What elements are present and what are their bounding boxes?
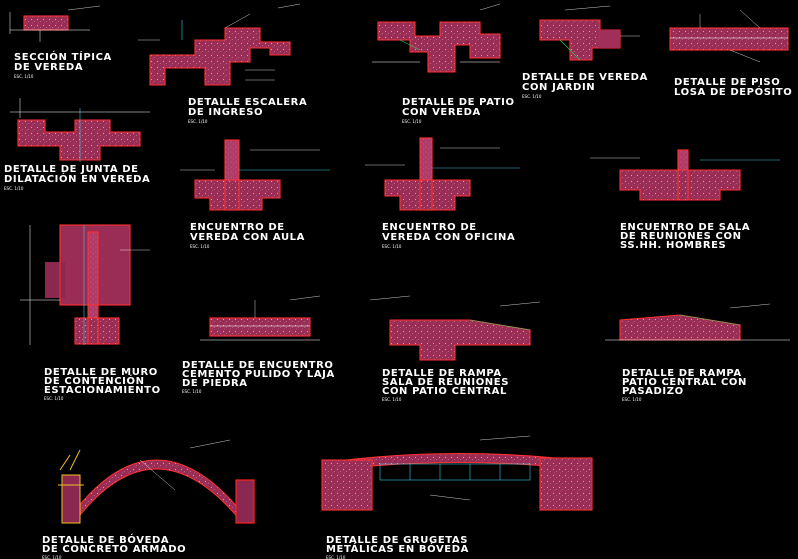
detail-title-junta-dilatacion-line-2: DILATACIÓN EN VEREDA	[4, 172, 150, 185]
detail-title-vereda-jardin-line-1: DETALLE DE VEREDA	[522, 72, 648, 83]
detail-scale-grugetas-metalicas: ESC. 1/10	[326, 555, 346, 559]
detail-scale-seccion-tipica-vereda: ESC. 1/10	[14, 74, 34, 79]
detail-title-encuentro-oficina-line-1: ENCUENTRO DE	[382, 222, 477, 233]
detail-title-seccion-tipica-vereda-line-2: DE VEREDA	[14, 62, 83, 73]
detail-title-encuentro-oficina-line-2: VEREDA CON OFICINA	[382, 232, 515, 243]
detail-title-rampa-patio-central-line-1: DETALLE DE RAMPA	[622, 368, 742, 379]
detail-vereda-jardin	[539, 5, 640, 61]
detail-title-encuentro-aula-line-1: ENCUENTRO DE	[190, 222, 285, 233]
detail-title-escalera-ingreso-line-1: DETALLE ESCALERA	[188, 97, 307, 108]
detail-title-encuentro-sala-line-2: DE REUNIONES CON	[620, 231, 742, 242]
detail-patio-vereda	[372, 3, 501, 73]
detail-title-grugetas-metalicas-line-1: DETALLE DE GRUGETAS	[326, 535, 468, 546]
detail-scale-boveda-concreto: ESC. 1/10	[42, 555, 62, 559]
detail-encuentro-aula	[180, 139, 330, 211]
detail-scale-encuentro-aula: ESC. 1/10	[190, 244, 210, 249]
detail-scale-escalera-ingreso: ESC. 1/10	[188, 119, 208, 124]
detail-scale-muro-contencion: ESC. 1/10	[44, 396, 64, 401]
detail-escalera-ingreso	[138, 3, 301, 86]
detail-title-muro-contencion-line-1: DETALLE DE MURO	[44, 367, 158, 378]
detail-scale-rampa-sala-reuniones: ESC. 1/10	[382, 397, 402, 402]
detail-scale-rampa-patio-central: ESC. 1/10	[622, 397, 642, 402]
detail-title-encuentro-cemento-laja-line-1: DETALLE DE ENCUENTRO	[182, 360, 333, 371]
detail-scale-junta-dilatacion: ESC. 1/10	[4, 186, 24, 191]
detail-junta-dilatacion	[10, 98, 150, 162]
detail-muro-contencion	[20, 224, 150, 345]
detail-title-piso-loza-deposito-line-2: LOSA DE DEPÓSITO	[674, 85, 792, 98]
detail-piso-losa-deposito	[669, 9, 789, 63]
detail-scale-encuentro-cemento-laja: ESC. 1/10	[182, 389, 202, 394]
detail-title-rampa-sala-reuniones-line-1: DETALLE DE RAMPA	[382, 368, 502, 379]
detail-encuentro-oficina	[365, 137, 520, 211]
detail-title-grugetas-metalicas-line-2: METÁLICAS EN BÓVEDA	[326, 542, 469, 555]
detail-rampa-sala-reuniones	[369, 295, 541, 361]
detail-title-encuentro-cemento-laja-line-2: CEMENTO PULIDO Y LAJA	[182, 369, 335, 380]
detail-title-rampa-patio-central-line-3: PASADIZO	[622, 386, 684, 397]
detail-scale-patio-vereda: ESC. 1/10	[402, 119, 422, 124]
detail-title-muro-contencion-line-2: DE CONTENCIÓN	[44, 374, 145, 387]
detail-rampa-patio-central	[605, 303, 790, 341]
detail-grugetas-metalicas	[321, 435, 593, 511]
detail-title-encuentro-sala-line-3: SS.HH. HOMBRES	[620, 240, 726, 251]
detail-title-rampa-patio-central-line-2: PATIO CENTRAL CON	[622, 377, 747, 388]
detail-title-muro-contencion-line-3: ESTACIONAMIENTO	[44, 385, 161, 396]
detail-encuentro-sala	[590, 149, 780, 201]
detail-title-encuentro-sala-line-1: ENCUENTRO DE SALA	[620, 222, 750, 233]
detail-title-vereda-jardin-line-2: CON JARDIN	[522, 82, 595, 93]
detail-title-rampa-sala-reuniones-line-2: SALA DE REUNIONES	[382, 377, 509, 388]
detail-title-boveda-concreto-line-1: DETALLE DE BÓVEDA	[42, 533, 169, 546]
detail-boveda-concreto	[58, 439, 255, 524]
detail-title-piso-loza-deposito-line-1: DETALLE DE PISO	[674, 77, 780, 88]
detail-title-seccion-tipica-vereda-line-1: SECCIÓN TÍPICA	[14, 50, 112, 63]
detail-title-patio-vereda-line-2: CON VEREDA	[402, 107, 481, 118]
detail-seccion-tipica-vereda	[9, 5, 101, 42]
detail-title-encuentro-cemento-laja-line-3: DE PIEDRA	[182, 378, 248, 389]
detail-scale-encuentro-oficina: ESC. 1/10	[382, 244, 402, 249]
detail-scale-vereda-jardin: ESC. 1/10	[522, 94, 542, 99]
detail-title-rampa-sala-reuniones-line-3: CON PATIO CENTRAL	[382, 386, 507, 397]
detail-encuentro-cemento-laja	[200, 295, 321, 341]
detail-title-patio-vereda-line-1: DETALLE DE PATIO	[402, 97, 515, 108]
detail-title-escalera-ingreso-line-2: DE INGRESO	[188, 107, 263, 118]
detail-title-encuentro-aula-line-2: VEREDA CON AULA	[190, 232, 305, 243]
detail-title-boveda-concreto-line-2: DE CONCRETO ARMADO	[42, 544, 186, 555]
detail-title-junta-dilatacion-line-1: DETALLE DE JUNTA DE	[4, 164, 139, 175]
